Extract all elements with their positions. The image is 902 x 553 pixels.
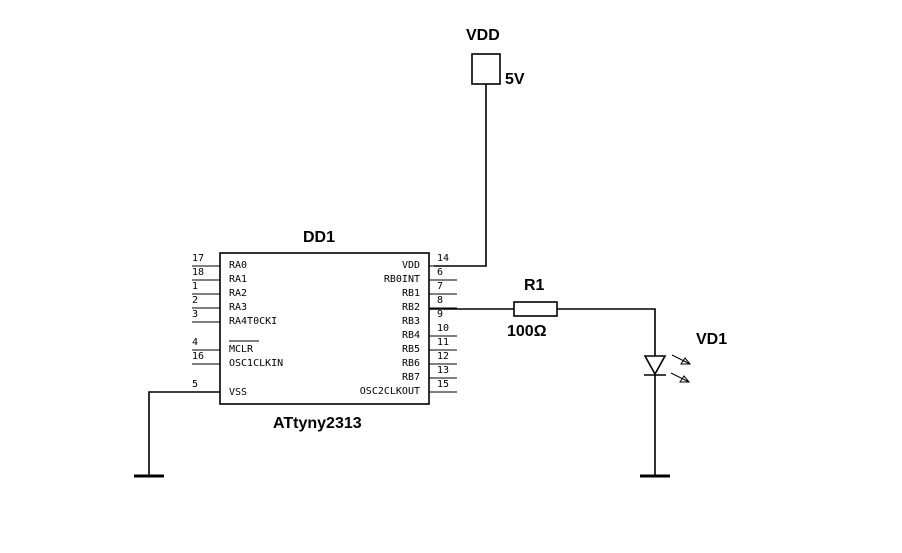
pin-number: 14 <box>437 253 449 264</box>
pin-name: RB0INT <box>384 274 420 285</box>
pin-name: MCLR <box>229 344 254 355</box>
supply-wire <box>434 84 487 267</box>
resistor-body <box>513 301 558 317</box>
pin-name: RB1 <box>402 288 420 299</box>
resistor-designator-label: R1 <box>524 277 545 294</box>
ground-wire-left <box>148 391 220 476</box>
led-light-arrows <box>670 354 692 383</box>
pin-number: 5 <box>192 379 198 390</box>
chip-left-pins: 17 RA0 18 RA1 1 RA2 2 RA3 3 RA4T0CKI 4 M… <box>192 253 283 398</box>
resistor-to-led-wire <box>557 308 656 356</box>
pin-number: 2 <box>192 295 198 306</box>
pin-name: VDD <box>402 260 420 271</box>
pin-number: 13 <box>437 365 449 376</box>
led-symbol <box>643 354 692 383</box>
pin-name: RB5 <box>402 344 420 355</box>
pin-number: 17 <box>192 253 204 264</box>
light-arrowhead <box>680 357 692 365</box>
pin-number: 15 <box>437 379 449 390</box>
pin-name: RA4T0CKI <box>229 316 277 327</box>
pin-name: RA1 <box>229 274 247 285</box>
pin-name: RB7 <box>402 372 420 383</box>
pin-number: 6 <box>437 267 443 278</box>
pin-name: OSC2CLKOUT <box>360 386 420 397</box>
pin-name: RA0 <box>229 260 247 271</box>
supply-name-label: VDD <box>466 27 500 44</box>
resistor-value-label: 100Ω <box>507 323 547 340</box>
pin-name: OSC1CLKIN <box>229 358 283 369</box>
pin-name: RB4 <box>402 330 420 341</box>
pin-name: RB6 <box>402 358 420 369</box>
pin-number: 16 <box>192 351 204 362</box>
pin-name: RB2 <box>402 302 420 313</box>
pin-number: 1 <box>192 281 198 292</box>
pin-number: 11 <box>437 337 449 348</box>
pin-number: 7 <box>437 281 443 292</box>
pin-number: 9 <box>437 309 443 320</box>
chip-right-pins: 14 VDD 6 RB0INT 7 RB1 8 RB2 9 RB3 10 RB4… <box>360 253 457 397</box>
led-designator-label: VD1 <box>696 331 727 348</box>
pin-number: 3 <box>192 309 198 320</box>
pin-number: 4 <box>192 337 198 348</box>
light-arrow <box>671 354 691 365</box>
pin-number: 12 <box>437 351 449 362</box>
pin-number: 10 <box>437 323 449 334</box>
chip-designator-label: DD1 <box>303 229 335 246</box>
pin-name: VSS <box>229 387 247 398</box>
pin-number: 8 <box>437 295 443 306</box>
pin-name: RA2 <box>229 288 247 299</box>
light-arrow <box>670 372 690 383</box>
pin-name: RB3 <box>402 316 420 327</box>
pin-name: RA3 <box>229 302 247 313</box>
led-triangle <box>643 355 667 376</box>
supply-terminal <box>471 53 501 85</box>
pin-number: 18 <box>192 267 204 278</box>
chip-body <box>219 252 430 405</box>
light-arrowhead <box>679 375 691 383</box>
supply-value-label: 5V <box>505 71 525 88</box>
chip-part-label: ATtyny2313 <box>273 415 362 432</box>
